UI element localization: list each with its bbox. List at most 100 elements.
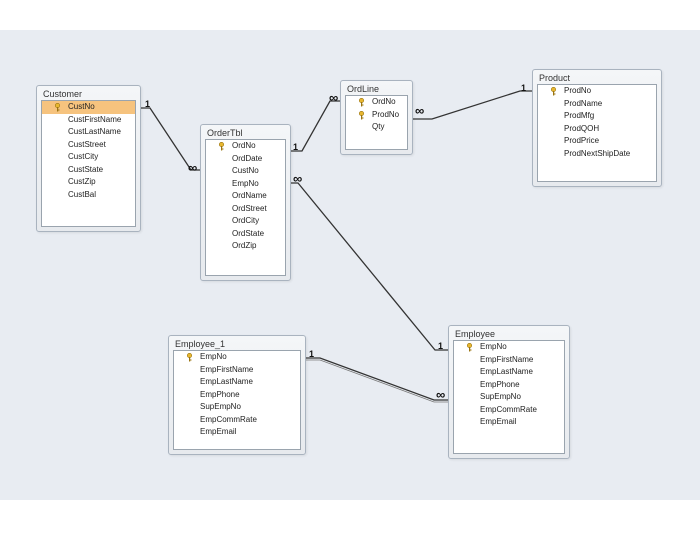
field-list: OrdNo OrdDate CustNo EmpNo OrdName OrdSt…	[205, 139, 286, 276]
field-row[interactable]: EmpLastName	[454, 366, 564, 379]
table-product[interactable]: Product ProdNo ProdName ProdMfg ProdQOH …	[532, 69, 662, 187]
field-name: OrdNo	[372, 97, 396, 106]
field-row[interactable]: CustNo	[206, 165, 285, 178]
field-name: CustNo	[68, 102, 95, 111]
field-row[interactable]: ProdQOH	[538, 123, 656, 136]
table-title: OrderTbl	[207, 128, 243, 138]
field-name: Qty	[372, 122, 385, 131]
field-name: OrdNo	[232, 141, 256, 150]
field-name: SupEmpNo	[200, 402, 241, 411]
field-row[interactable]: CustZip	[42, 176, 135, 189]
field-row[interactable]: EmpNo	[454, 341, 564, 354]
field-row[interactable]: ProdNo	[346, 109, 407, 122]
primary-key-icon	[218, 141, 225, 151]
field-row[interactable]: EmpPhone	[454, 379, 564, 392]
field-row[interactable]: EmpNo	[174, 351, 300, 364]
field-row[interactable]: ProdName	[538, 98, 656, 111]
field-row[interactable]: OrdNo	[206, 140, 285, 153]
field-row[interactable]: CustNo	[42, 101, 135, 114]
field-row[interactable]: EmpNo	[206, 178, 285, 191]
field-row[interactable]: OrdZip	[206, 240, 285, 253]
field-row[interactable]: CustFirstName	[42, 114, 135, 127]
table-ordline[interactable]: OrdLine OrdNo ProdNo Qty	[340, 80, 413, 155]
cardinality-one-employee: 1	[438, 341, 444, 351]
field-list: OrdNo ProdNo Qty	[345, 95, 408, 150]
field-row[interactable]: EmpEmail	[174, 426, 300, 439]
field-name: EmpNo	[232, 178, 259, 188]
field-row[interactable]: SupEmpNo	[454, 391, 564, 404]
field-name: EmpNo	[480, 342, 507, 351]
field-name: SupEmpNo	[480, 392, 521, 401]
cardinality-one-ordertbl: 1	[293, 142, 299, 152]
field-name: OrdZip	[232, 241, 257, 250]
field-name: ProdPrice	[564, 136, 600, 145]
primary-key-icon	[186, 352, 193, 362]
table-ordertbl[interactable]: OrderTbl OrdNo OrdDate CustNo EmpNo OrdN…	[200, 124, 291, 281]
field-row[interactable]: EmpPhone	[174, 389, 300, 402]
table-title: Employee_1	[175, 339, 226, 349]
field-name: EmpLastName	[200, 377, 253, 386]
cardinality-one-product: 1	[521, 83, 527, 93]
primary-key-icon	[466, 342, 473, 352]
field-row[interactable]: OrdState	[206, 228, 285, 241]
table-employee-1[interactable]: Employee_1 EmpNo EmpFirstName EmpLastNam…	[168, 335, 306, 455]
field-name: CustState	[68, 164, 104, 174]
primary-key-icon	[358, 97, 365, 107]
field-row[interactable]: EmpCommRate	[174, 414, 300, 427]
field-row[interactable]: CustStreet	[42, 139, 135, 152]
primary-key-icon	[54, 102, 61, 112]
field-name: ProdNextShipDate	[564, 148, 631, 158]
field-name: ProdMfg	[564, 111, 595, 120]
cardinality-many-ordertbl-emp: ∞	[293, 171, 303, 186]
table-title: Customer	[43, 89, 83, 99]
cardinality-one-employee1: 1	[309, 349, 315, 359]
field-list: EmpNo EmpFirstName EmpLastName EmpPhone …	[453, 340, 565, 454]
field-row[interactable]: SupEmpNo	[174, 401, 300, 414]
field-row[interactable]: EmpFirstName	[174, 364, 300, 377]
cardinality-many-employee-sup: ∞	[436, 387, 446, 402]
field-row[interactable]: CustState	[42, 164, 135, 177]
table-title: OrdLine	[347, 84, 380, 94]
field-name: EmpLastName	[480, 367, 533, 376]
field-row[interactable]: ProdPrice	[538, 135, 656, 148]
field-name: EmpEmail	[480, 417, 517, 426]
field-name: CustLastName	[68, 127, 121, 136]
field-row[interactable]: CustLastName	[42, 126, 135, 139]
field-row[interactable]: OrdCity	[206, 215, 285, 228]
primary-key-icon	[550, 86, 557, 96]
field-row[interactable]: OrdNo	[346, 96, 407, 109]
field-name: ProdQOH	[564, 123, 600, 133]
field-name: ProdNo	[372, 109, 400, 119]
field-row[interactable]: CustCity	[42, 151, 135, 164]
field-row[interactable]: Qty	[346, 121, 407, 134]
field-row[interactable]: EmpCommRate	[454, 404, 564, 417]
field-row[interactable]: ProdNextShipDate	[538, 148, 656, 161]
field-name: EmpFirstName	[200, 364, 254, 374]
table-employee[interactable]: Employee EmpNo EmpFirstName EmpLastName …	[448, 325, 570, 459]
field-row[interactable]: OrdDate	[206, 153, 285, 166]
table-title: Employee	[455, 329, 496, 339]
field-name: CustStreet	[68, 139, 106, 149]
field-name: EmpNo	[200, 352, 227, 361]
field-row[interactable]: OrdName	[206, 190, 285, 203]
field-row[interactable]: OrdStreet	[206, 203, 285, 216]
field-row[interactable]: ProdNo	[538, 85, 656, 98]
field-row[interactable]: EmpLastName	[174, 376, 300, 389]
field-row[interactable]: EmpFirstName	[454, 354, 564, 367]
field-row[interactable]: CustBal	[42, 189, 135, 202]
field-name: EmpEmail	[200, 427, 237, 436]
field-row[interactable]: ProdMfg	[538, 110, 656, 123]
field-row[interactable]: EmpEmail	[454, 416, 564, 429]
field-name: CustBal	[68, 189, 97, 199]
field-name: ProdName	[564, 98, 603, 108]
field-name: CustZip	[68, 177, 96, 186]
field-list: ProdNo ProdName ProdMfg ProdQOH ProdPric…	[537, 84, 657, 182]
cardinality-many-ordertbl-cust: ∞	[188, 160, 198, 175]
field-name: CustFirstName	[68, 114, 122, 124]
field-list: CustNo CustFirstName CustLastName CustSt…	[41, 100, 136, 227]
field-name: OrdStreet	[232, 203, 267, 213]
field-name: CustCity	[68, 152, 99, 161]
field-name: EmpPhone	[480, 379, 520, 389]
table-customer[interactable]: Customer CustNo CustFirstName CustLastNa…	[36, 85, 141, 232]
cardinality-one-customer: 1	[145, 99, 151, 109]
